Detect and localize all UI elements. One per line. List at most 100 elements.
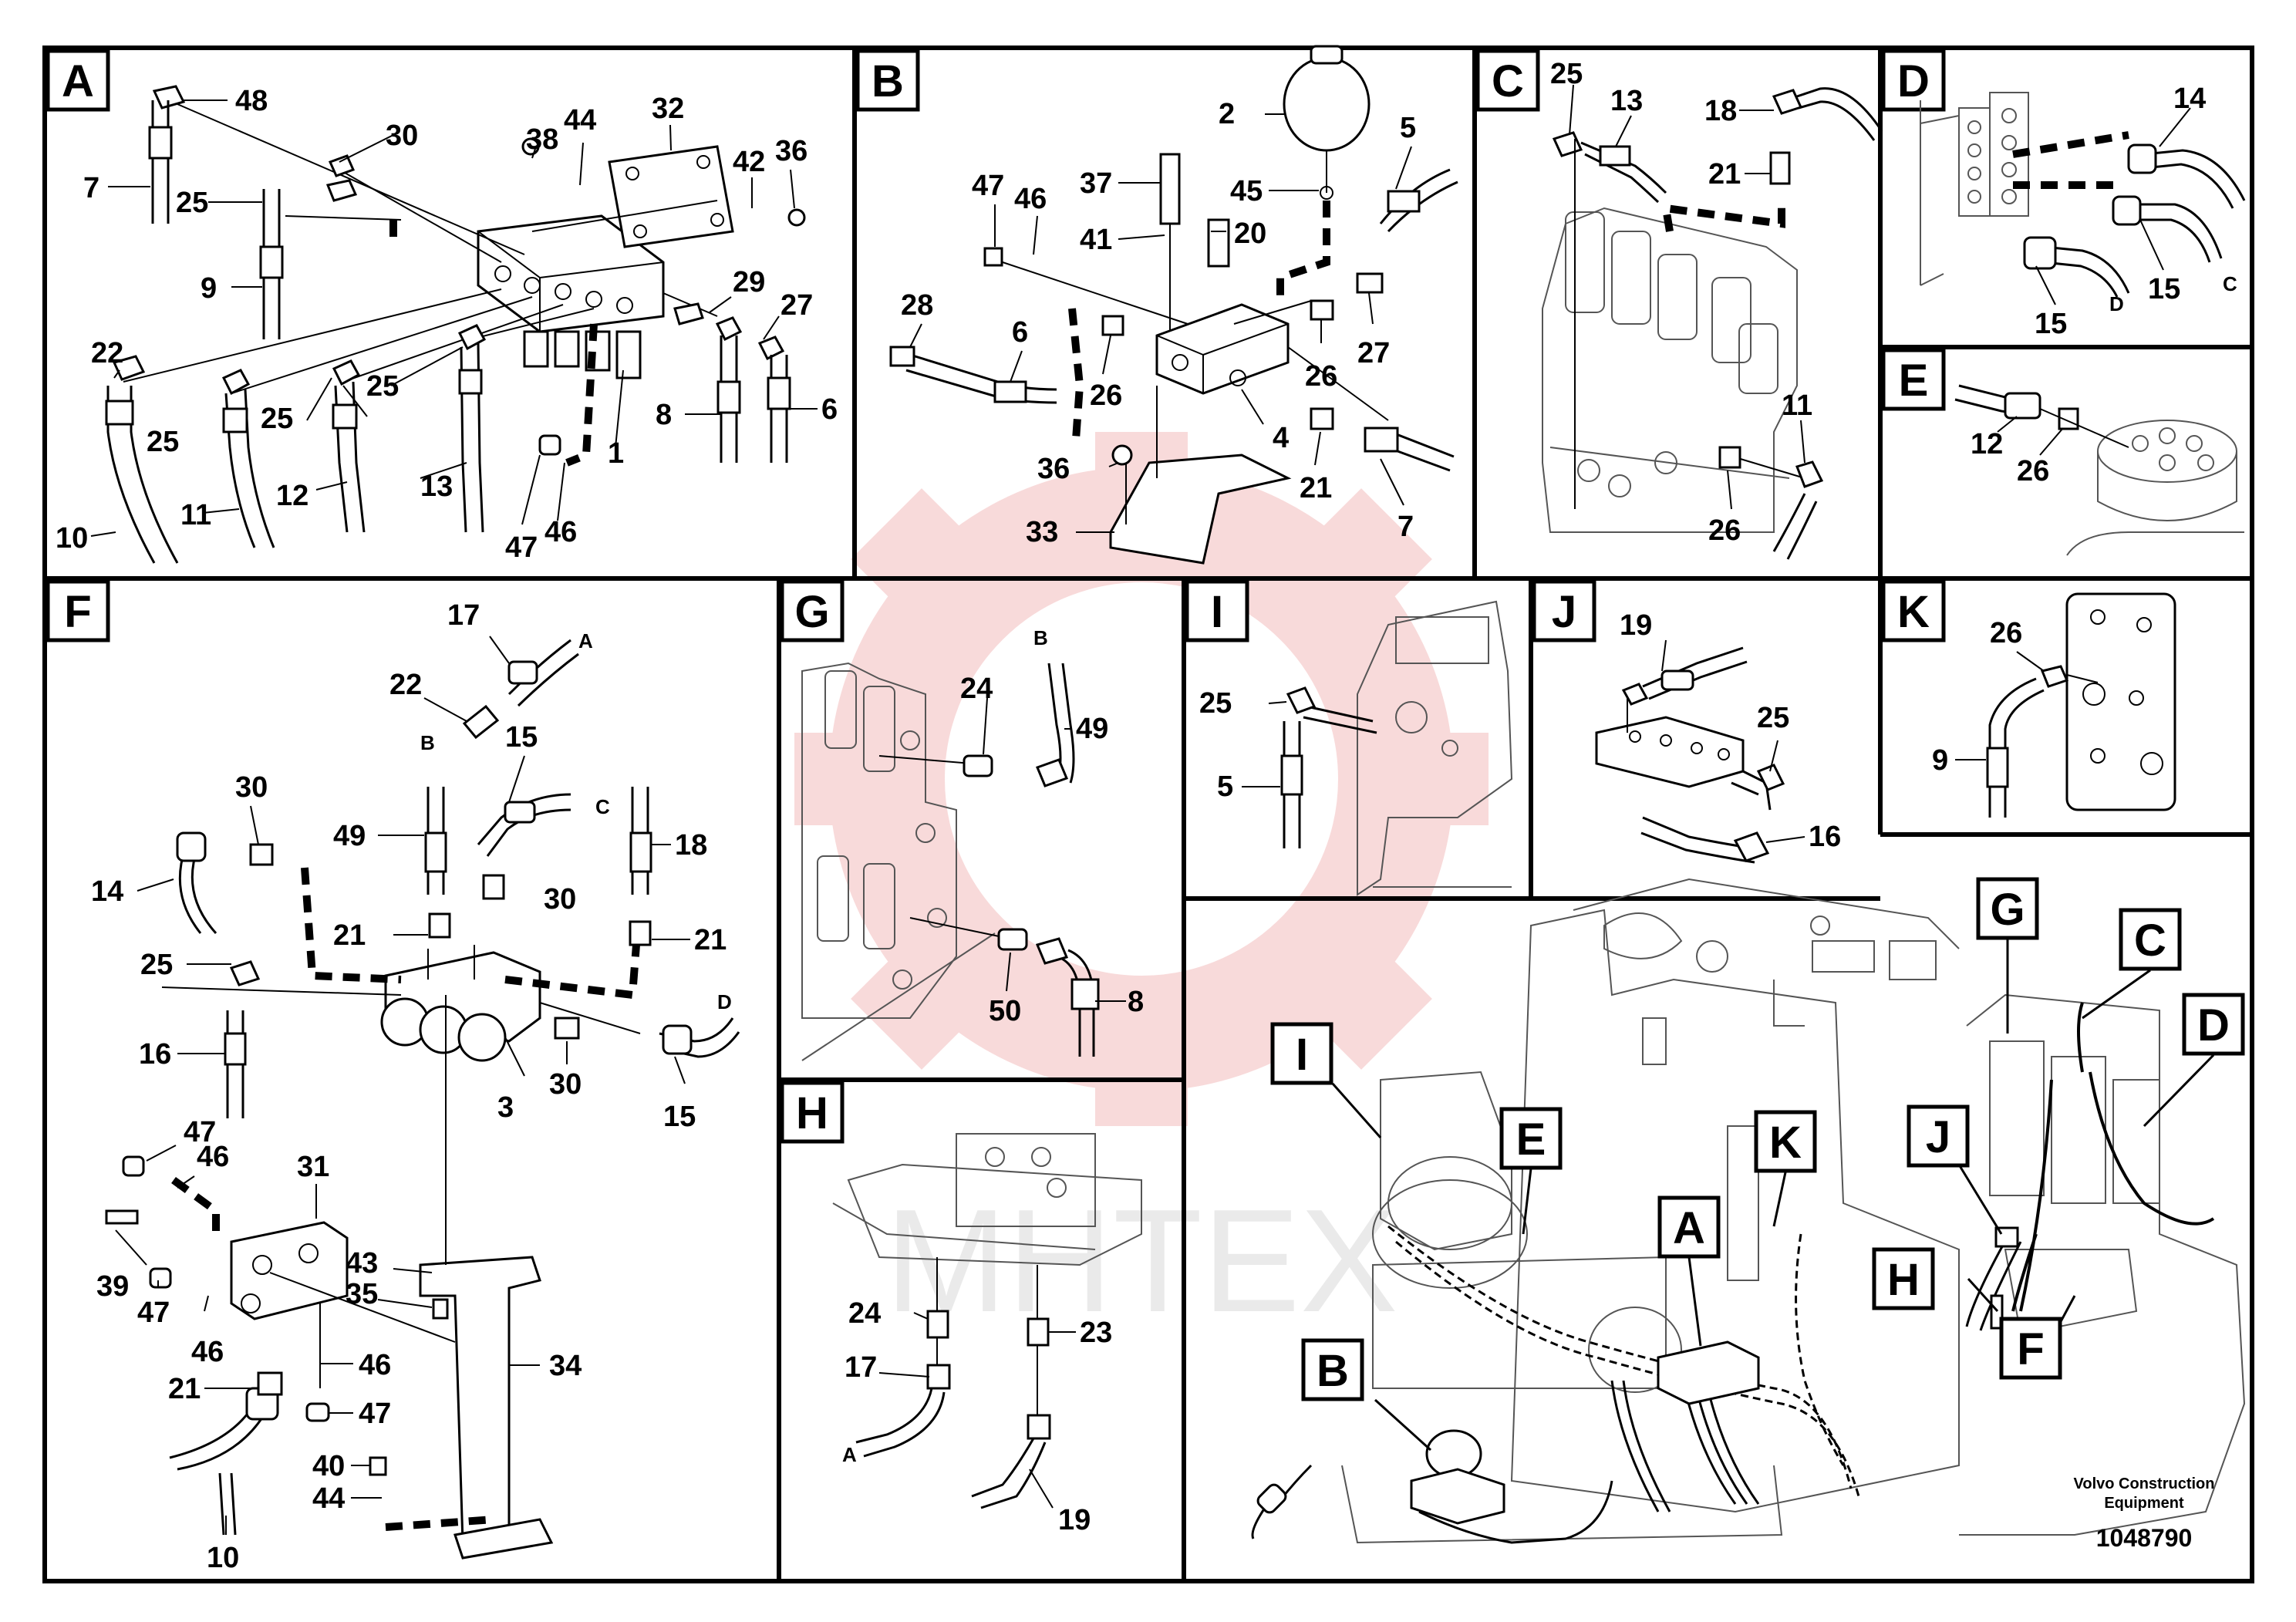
overview-callout-f: F <box>1999 1317 2062 1380</box>
part-callout-number: A <box>842 1443 857 1466</box>
part-callout-number: 30 <box>386 120 418 152</box>
footer: Volvo Construction Equipment 1048790 <box>2074 1475 2215 1552</box>
valve-g <box>801 662 996 1061</box>
part-callout-number: 19 <box>1058 1504 1091 1536</box>
overview-callout-e: E <box>1499 1107 1563 1170</box>
view-letter: C <box>1492 56 1524 106</box>
hoses-f <box>169 639 740 1536</box>
part-callout-number: 9 <box>1932 744 1948 777</box>
part-callout-number: 46 <box>544 516 577 548</box>
panel-label-h: H <box>780 1081 845 1144</box>
fittings-c <box>1552 89 1824 488</box>
part-callout-number: 48 <box>235 85 268 117</box>
view-letter: H <box>1887 1255 1920 1305</box>
panel-label-g: G <box>780 579 845 642</box>
part-callout-number: 14 <box>91 875 123 908</box>
panel-label-k: K <box>1881 579 1946 642</box>
view-letter: F <box>64 587 91 637</box>
part-callout-number: 25 <box>1550 58 1583 90</box>
part-callout-number: B <box>1033 626 1048 649</box>
part-callout-number: 46 <box>359 1349 391 1381</box>
panel-label-e: E <box>1881 348 1946 411</box>
part-callout-number: 47 <box>359 1398 391 1430</box>
part-callout-number: 49 <box>333 820 366 852</box>
part-callout-number: 14 <box>2173 83 2206 115</box>
part-callout-number: 8 <box>656 399 672 431</box>
view-letter: A <box>62 56 94 106</box>
part-callout-number: 25 <box>176 187 208 219</box>
panel-label-b: B <box>855 49 920 112</box>
part-callout-number: 42 <box>733 146 765 178</box>
view-letter: B <box>872 56 904 106</box>
panel-e: 12 26 <box>1954 384 2244 556</box>
part-callout-number: 26 <box>1708 514 1741 547</box>
part-callout-number: 46 <box>197 1141 229 1173</box>
part-callout-number: 50 <box>989 995 1021 1027</box>
view-letter: K <box>1897 587 1930 637</box>
panel-label-c: C <box>1475 49 1540 112</box>
panel-label-f: F <box>46 579 110 642</box>
hoses-a <box>105 100 791 564</box>
view-letter: A <box>1673 1203 1705 1253</box>
part-callout-number: 47 <box>505 531 538 564</box>
part-callout-number: 2 <box>1219 98 1235 130</box>
part-callout-number: 15 <box>663 1101 696 1133</box>
panel-a: 48 30 7 25 9 38 44 32 42 36 29 27 8 6 22… <box>56 85 838 564</box>
panel-c: 25 13 18 21 11 26 <box>1542 58 1883 560</box>
part-callout-number: 17 <box>447 599 480 632</box>
part-callout-number: 25 <box>147 426 179 458</box>
part-callout-number: 44 <box>312 1482 345 1515</box>
part-callout-number: 24 <box>848 1297 881 1330</box>
overview-callout-a: A <box>1657 1195 1721 1259</box>
part-callout-number: 12 <box>1971 428 2003 460</box>
panel-d: 14 15 15 D C <box>1920 83 2246 340</box>
part-callout-number: C <box>2223 272 2237 295</box>
part-callout-number: 26 <box>1090 379 1122 412</box>
control-valve-c <box>1542 207 1798 533</box>
part-callout-number: 22 <box>91 337 123 369</box>
view-letter: B <box>1317 1346 1349 1396</box>
part-callout-number: 34 <box>549 1350 582 1382</box>
part-callout-number: 3 <box>497 1091 514 1124</box>
part-callout-number: 38 <box>526 123 558 156</box>
pump-i <box>1357 600 1513 896</box>
fittings-b <box>889 153 1384 466</box>
part-callout-number: C <box>595 795 610 818</box>
valve-h <box>832 1133 1142 1266</box>
part-callout-number: 26 <box>1305 360 1337 393</box>
part-callout-number: 27 <box>1357 337 1390 369</box>
part-callout-number: 16 <box>1809 821 1841 853</box>
overview-callout-k: K <box>1754 1110 1817 1173</box>
leaders-b <box>909 113 1412 533</box>
leaders-d <box>2035 107 2191 305</box>
part-callout-number: 6 <box>821 393 838 426</box>
overview-callout-c: C <box>2119 908 2182 971</box>
part-callout-number: 18 <box>1704 95 1737 127</box>
plate-k <box>2065 592 2176 811</box>
view-letter: E <box>1516 1114 1546 1165</box>
panel-label-i: I <box>1185 579 1249 642</box>
manifold-3 <box>380 951 541 1062</box>
part-callout-number: 13 <box>420 470 453 503</box>
part-callout-number: 31 <box>297 1151 329 1183</box>
part-callout-number: 40 <box>312 1450 345 1482</box>
part-callout-number: 43 <box>346 1247 378 1280</box>
overview-callout-d: D <box>2182 993 2245 1056</box>
part-callout-number: 7 <box>1397 511 1414 543</box>
part-callout-number: 9 <box>201 272 217 305</box>
company-line-1: Volvo Construction <box>2074 1475 2215 1492</box>
part-callout-number: 10 <box>56 522 88 555</box>
part-callout-number: 25 <box>1757 702 1789 734</box>
valve-block-4 <box>1155 303 1290 395</box>
part-callout-number: 46 <box>1014 183 1047 215</box>
valve-block-1 <box>477 214 665 379</box>
part-callout-number: 10 <box>207 1542 239 1574</box>
part-callout-number: 30 <box>549 1068 582 1101</box>
part-callout-number: 30 <box>544 883 576 916</box>
part-callout-number: 12 <box>276 480 308 512</box>
part-callout-number: 30 <box>235 771 268 804</box>
part-callout-number: 39 <box>96 1270 129 1303</box>
part-callout-number: 29 <box>733 266 765 298</box>
part-callout-number: 5 <box>1217 771 1233 803</box>
view-letter: G <box>1990 885 2025 935</box>
